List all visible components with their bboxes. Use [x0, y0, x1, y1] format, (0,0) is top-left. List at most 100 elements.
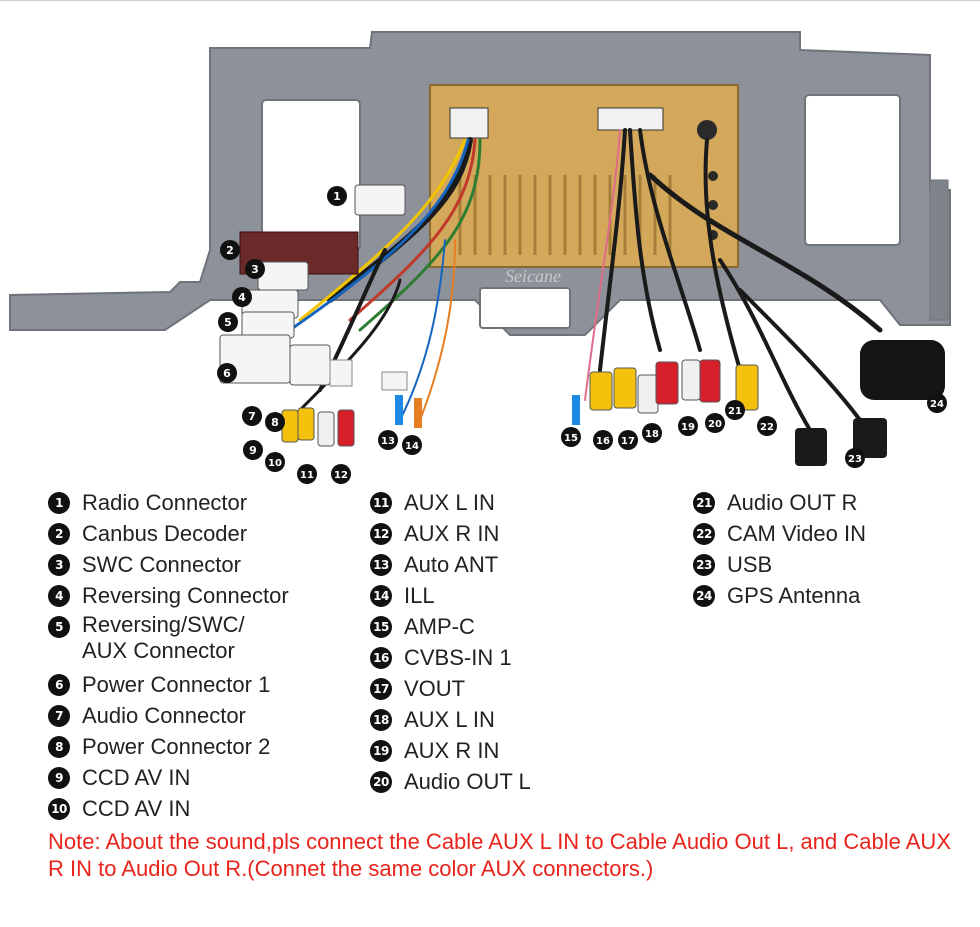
callout-badges: 1 2 3 4 5 6 7 8 9 10 11 12 13 14 15 16 1… [217, 186, 947, 484]
callout-badge: 3 [245, 259, 265, 279]
legend-label: CVBS-IN 1 [404, 645, 512, 670]
legend-label: ILL [404, 583, 435, 608]
svg-text:6: 6 [223, 367, 231, 380]
callout-badge: 11 [297, 464, 317, 484]
svg-text:2: 2 [226, 244, 234, 257]
number-badge: 23 [693, 554, 715, 576]
legend-label: Auto ANT [404, 552, 499, 577]
legend-item: 13 Auto ANT [370, 550, 531, 581]
number-badge: 21 [693, 492, 715, 514]
legend-label: Power Connector 1 [82, 672, 271, 697]
number-badge: 14 [370, 585, 392, 607]
callout-badge: 17 [618, 430, 638, 450]
head-unit [429, 84, 739, 268]
watermark: Seicane [505, 266, 561, 286]
callout-badge: 22 [757, 416, 777, 436]
callout-badge: 6 [217, 363, 237, 383]
legend-label: Power Connector 2 [82, 734, 271, 759]
legend-label: CCD AV IN [82, 765, 191, 790]
svg-text:24: 24 [930, 399, 944, 410]
svg-text:16: 16 [596, 436, 610, 447]
legend-label: Audio OUT L [404, 769, 531, 794]
callout-badge: 5 [218, 312, 238, 332]
number-badge: 12 [370, 523, 392, 545]
callout-badge: 14 [402, 435, 422, 455]
svg-text:14: 14 [405, 441, 419, 452]
callout-badge: 19 [678, 416, 698, 436]
svg-text:9: 9 [249, 444, 257, 457]
number-badge: 11 [370, 492, 392, 514]
callout-badge: 8 [265, 412, 285, 432]
wire-harness [288, 128, 883, 432]
legend-label: Canbus Decoder [82, 521, 248, 546]
legend-item: 14 ILL [370, 581, 531, 612]
svg-text:23: 23 [848, 454, 862, 465]
legend-label: Reversing/SWC/AUX Connector [82, 612, 245, 664]
svg-text:22: 22 [760, 422, 774, 433]
svg-text:1: 1 [333, 190, 341, 203]
number-badge: 3 [48, 554, 70, 576]
svg-text:7: 7 [248, 410, 256, 423]
callout-badge: 7 [242, 406, 262, 426]
svg-text:11: 11 [300, 470, 314, 481]
svg-text:15: 15 [564, 433, 578, 444]
svg-text:10: 10 [268, 458, 282, 469]
legend-item: 20 Audio OUT L [370, 767, 531, 798]
number-badge: 16 [370, 647, 392, 669]
callout-badge: 12 [331, 464, 351, 484]
legend-item: 19 AUX R IN [370, 736, 531, 767]
svg-text:19: 19 [681, 422, 695, 433]
legend-label: AUX R IN [404, 738, 500, 763]
number-badge: 6 [48, 674, 70, 696]
legend-item: 2 Canbus Decoder [48, 519, 289, 550]
callout-badge: 9 [243, 440, 263, 460]
connectors [219, 184, 945, 466]
callout-badge: 23 [845, 448, 865, 468]
number-badge: 13 [370, 554, 392, 576]
svg-text:5: 5 [224, 316, 232, 329]
legend-label: CCD AV IN [82, 796, 191, 821]
number-badge: 24 [693, 585, 715, 607]
callout-badge: 1 [327, 186, 347, 206]
callout-badge: 15 [561, 427, 581, 447]
callout-badge: 16 [593, 430, 613, 450]
legend-item: 12 AUX R IN [370, 519, 531, 550]
number-badge: 1 [48, 492, 70, 514]
number-badge: 19 [370, 740, 392, 762]
callout-badge: 10 [265, 452, 285, 472]
legend-label: GPS Antenna [727, 583, 861, 608]
legend-item: 6 Power Connector 1 [48, 670, 289, 701]
svg-text:20: 20 [708, 419, 722, 430]
callout-badge: 24 [927, 393, 947, 413]
number-badge: 5 [48, 616, 70, 638]
legend-label: AUX L IN [404, 707, 495, 732]
callout-badge: 2 [220, 240, 240, 260]
number-badge: 2 [48, 523, 70, 545]
legend-label: AUX R IN [404, 521, 500, 546]
legend-label: Audio Connector [82, 703, 246, 728]
number-badge: 18 [370, 709, 392, 731]
legend-item: 23 USB [693, 550, 866, 581]
legend-label: USB [727, 552, 773, 577]
svg-text:12: 12 [334, 470, 348, 481]
svg-text:8: 8 [271, 416, 279, 429]
callout-badge: 13 [378, 430, 398, 450]
number-badge: 20 [370, 771, 392, 793]
number-badge: 7 [48, 705, 70, 727]
number-badge: 22 [693, 523, 715, 545]
svg-text:17: 17 [621, 436, 635, 447]
svg-text:3: 3 [251, 263, 259, 276]
callout-badge: 21 [725, 400, 745, 420]
legend-label: AMP-C [404, 614, 475, 639]
legend-item: 7 Audio Connector [48, 701, 289, 732]
